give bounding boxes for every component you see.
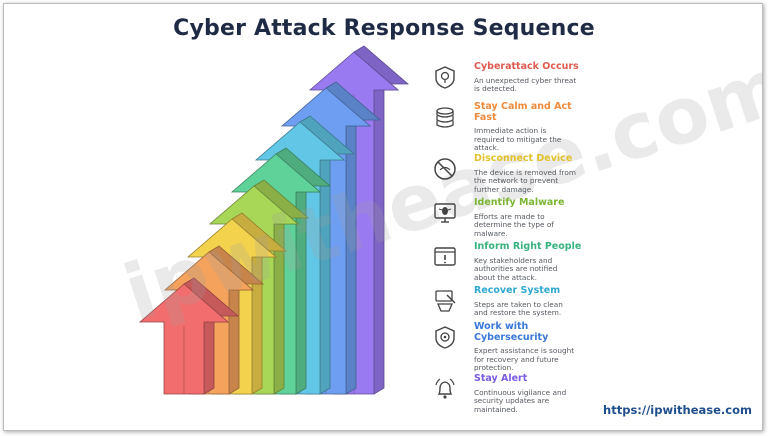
step-description-line: malware. <box>474 228 508 238</box>
step-heading-line: Identify Malware <box>474 197 565 208</box>
step-description-line: Steps are taken to clean <box>474 299 563 309</box>
step-heading: Cyberattack Occurs <box>474 61 624 73</box>
step-arrow <box>138 277 240 395</box>
step-heading: Recover System <box>474 285 624 297</box>
recovery-tools-icon <box>432 288 458 314</box>
step-description-line: The device is removed from <box>474 167 576 177</box>
no-connection-icon <box>432 156 458 182</box>
step-description-line: and restore the system. <box>474 308 562 318</box>
step-description-line: An unexpected cyber threat <box>474 75 577 85</box>
step-description-line: attack. <box>474 143 500 153</box>
step-heading: Disconnect Device <box>474 153 624 165</box>
step-description-line: Key stakeholders and <box>474 255 553 265</box>
step-description-line: Expert assistance is sought <box>474 346 575 355</box>
step-heading-line: Stay Alert <box>474 373 528 384</box>
computer-bug-icon <box>432 200 458 226</box>
step-description-line: maintained. <box>474 404 518 414</box>
step-description-line: determine the type of <box>474 220 554 230</box>
step-heading-line: Inform Right People <box>474 241 582 252</box>
step-heading-line: Fast <box>474 111 497 123</box>
step-description-line: Immediate action is <box>474 126 547 135</box>
step-description-line: protection. <box>474 363 514 373</box>
footer-url[interactable]: https://ipwithease.com <box>603 403 752 417</box>
step-description-line: is detected. <box>474 84 517 94</box>
shield-gear-icon <box>432 324 458 350</box>
step-heading: Inform Right People <box>474 241 624 253</box>
step-description-line: Continuous vigilance and <box>474 387 567 397</box>
step-item: Cyberattack Occurs An unexpected cyber th… <box>428 61 618 106</box>
step-heading-line: Recover System <box>474 285 561 296</box>
step-description-line: required to mitigate the <box>474 134 562 144</box>
step-heading: Stay Alert <box>474 373 624 385</box>
step-description-line: security updates are <box>474 396 550 406</box>
warning-window-icon <box>432 244 458 270</box>
infographic-frame: Cyber Attack Response Sequence ipwitheas… <box>3 3 763 431</box>
page-title: Cyber Attack Response Sequence <box>173 16 595 41</box>
step-heading-line: Disconnect Device <box>474 153 573 164</box>
step-description-line: further damage. <box>474 184 534 194</box>
step-heading-line: Stay Calm and Act <box>474 101 572 112</box>
coins-stack-icon <box>432 104 458 130</box>
arrow-staircase <box>138 45 410 395</box>
step-heading-line: Cybersecurity <box>474 331 549 343</box>
step-heading-line: Cyberattack Occurs <box>474 61 579 72</box>
shield-alert-icon <box>432 64 458 90</box>
step-description-line: authorities are notified <box>474 264 558 274</box>
step-description-line: the network to prevent <box>474 176 559 186</box>
step-description-line: for recovery and future <box>474 354 559 364</box>
step-heading-line: Work with <box>474 321 529 332</box>
step-heading: Identify Malware <box>474 197 624 209</box>
step-description-line: Efforts are made to <box>474 211 545 221</box>
alarm-bell-icon <box>432 376 458 402</box>
step-description-line: about the attack. <box>474 272 537 282</box>
